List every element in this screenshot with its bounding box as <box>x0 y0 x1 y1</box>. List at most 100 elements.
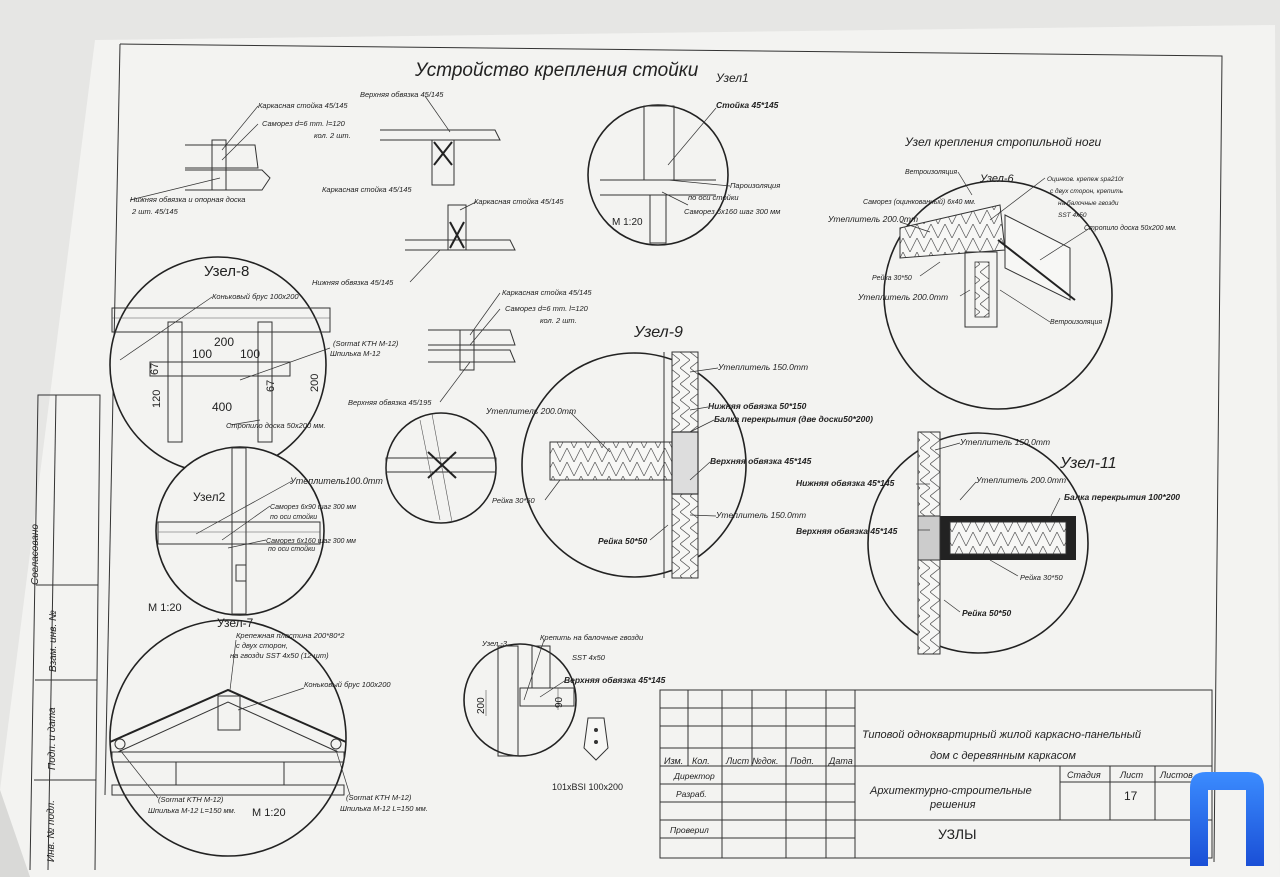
label: Саморез d=6 mm. l=120 <box>505 304 589 313</box>
label: (Sormat KTH M-12) <box>158 795 224 804</box>
node-3: Узел -3 Крепить на балочные гвозди SST 4… <box>463 633 666 792</box>
node-title: Узел-8 <box>204 263 249 280</box>
label: Саморез 6х160 шаг 300 мм <box>684 207 780 216</box>
dimension: 200 <box>476 697 487 714</box>
sheets-header: Листов <box>1159 770 1193 780</box>
label: Утеплитель 200.0mm <box>485 406 576 416</box>
stamp-label: Инв. № подл. <box>46 800 57 862</box>
joint-top-left: Каркасная стойка 45/145 Саморез d=6 mm. … <box>129 101 351 216</box>
tb-header: Дата <box>828 756 853 766</box>
label: Крепить на балочные гвозди <box>540 633 644 642</box>
label: (Sormat KTH M-12) <box>333 339 399 348</box>
node-9: Узел-9 Утеплитель 150.0mm Нижняя обвязка… <box>485 324 873 579</box>
tb-header: Лист <box>725 756 750 766</box>
label: Шпилька М-12 <box>330 349 381 358</box>
logo-icon <box>1190 772 1264 866</box>
label: Нижняя обвязка 50*150 <box>708 401 807 411</box>
node-title: Узел-9 <box>633 324 683 341</box>
label: Нижняя обвязка 45*145 <box>796 478 895 488</box>
label: Каркасная стойка 45/145 <box>474 197 564 206</box>
label: Саморез 6х160 шаг 300 мм <box>266 538 356 545</box>
dimension: 400 <box>212 400 232 414</box>
label: Верхняя обвязка 45/145 <box>360 90 444 99</box>
label: Пароизоляция <box>730 181 780 190</box>
label: 101xBSI 100х200 <box>552 782 623 792</box>
label: Каркасная стойка 45/145 <box>322 185 412 194</box>
node-title: Узел-11 <box>1059 455 1117 472</box>
dimension: 67 <box>149 363 161 375</box>
node-11: Узел-11 Утеплитель 150.0mm Утеплитель 20… <box>796 431 1180 655</box>
label: (Sormat KTH M-12) <box>346 793 412 802</box>
section-title: Узел крепления стропильной ноги <box>904 135 1101 149</box>
node-8: Узел-8 Коньковый брус 100х200 (Sormat KT… <box>109 256 399 474</box>
label: Каркасная стойка 45/145 <box>258 101 348 110</box>
label: Каркасная стойка 45/145 <box>502 288 592 297</box>
label: SST 4x50 <box>572 653 606 662</box>
node-title: Узел1 <box>715 71 749 85</box>
stage-header: Стадия <box>1067 770 1101 780</box>
label: по оси стойки <box>688 193 739 202</box>
label: с двух сторон, крепить <box>1050 187 1124 195</box>
tb-header: Кол. <box>692 756 710 766</box>
label: Балка перекрытия 100*200 <box>1064 492 1180 502</box>
label: Утеплитель 200.0mm <box>827 214 918 224</box>
label: Саморез 6х90 шаг 300 мм <box>270 504 356 511</box>
node-title: Узел -3 <box>481 639 508 648</box>
dimension: 100 <box>240 347 260 361</box>
label: Ветроизоляция <box>905 169 957 176</box>
dimension: 100 <box>192 347 212 361</box>
title-block: Изм. Кол. Лист №док. Подп. Дата Директор… <box>659 689 1213 859</box>
dimension: 200 <box>309 374 321 392</box>
stamp-label: Взам. инв. № <box>48 610 59 672</box>
stamp-label: Согласовано <box>30 524 41 585</box>
label: на гвозди SST 4х50 (12 шт) <box>230 651 329 660</box>
label: Нижняя обвязка 45/145 <box>312 278 394 287</box>
sheet-header: Лист <box>1119 770 1144 780</box>
dimension: 90 <box>554 696 565 708</box>
label: с двух сторон, <box>236 641 288 650</box>
dimension: 67 <box>265 380 277 392</box>
label: Саморез d=6 mm. l=120 <box>262 119 346 128</box>
tb-header: Изм. <box>664 756 683 766</box>
label: Верхняя обвязка 45*145 <box>710 456 812 466</box>
project-title: Типовой одноквартирный жилой каркасно-па… <box>862 729 1141 741</box>
side-stamp: Согласовано Взам. инв. № Подп. и дата Ин… <box>29 394 101 871</box>
label: Крепежная пластина 200*80*2 <box>236 631 345 640</box>
label: кол. 2 шт. <box>314 131 351 140</box>
label: по оси стойки <box>268 545 315 553</box>
label: Утеплитель 200.0mm <box>975 475 1066 485</box>
label: Ветроизоляция <box>1050 319 1102 326</box>
tb-header: Подп. <box>790 756 814 766</box>
label: 2 шт. 45/145 <box>131 207 179 216</box>
scale-label: М 1:20 <box>612 217 643 228</box>
label: SST 4x50 <box>1058 212 1087 219</box>
label: Балка перекрытия (две доски50*200) <box>714 414 873 424</box>
node-title: Узел2 <box>193 490 226 504</box>
label: Стропило доска 50х200 мм. <box>1084 224 1177 232</box>
joint-top-middle: Верхняя обвязка 45/145 Каркасная стойка … <box>312 90 564 287</box>
label: Рейка 30*50 <box>872 274 912 282</box>
node-title: Узел-7 <box>217 616 254 630</box>
label: Шпилька М-12 L=150 мм. <box>148 806 236 815</box>
label: Стойка 45*145 <box>716 100 779 110</box>
sheet-number: 17 <box>1124 789 1138 803</box>
main-title: Устройство крепления стойки <box>414 60 699 81</box>
label: Саморез (оцинкованный) 6х40 мм. <box>863 198 976 206</box>
tb-role: Разраб. <box>676 789 707 799</box>
label: Утеплитель 150.0mm <box>717 362 808 372</box>
label: Шпилька М-12 L=150 мм. <box>340 804 428 813</box>
label: Нижняя обвязка и опорная доска <box>130 195 245 204</box>
section-name: Архитектурно-строительные <box>869 785 1032 797</box>
label: Рейка 50*50 <box>962 608 1011 618</box>
label: Стропило доска 50х200 мм. <box>226 421 326 430</box>
label: Верхняя обвязка 45*145 <box>796 526 898 536</box>
label: кол. 2 шт. <box>540 316 577 325</box>
label: на балочные гвозди <box>1058 199 1119 207</box>
label: Верхняя обвязка 45/195 <box>348 398 432 407</box>
node-title: Узел-6 <box>979 173 1015 185</box>
label: по оси стойки <box>270 513 317 521</box>
dimension: 120 <box>151 390 163 408</box>
label: Верхняя обвязка 45*145 <box>564 675 666 685</box>
label: Утеплитель100.0mm <box>289 476 383 486</box>
